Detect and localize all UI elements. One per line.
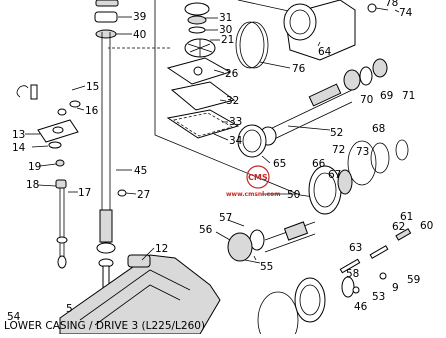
part-number-label: 56 <box>199 224 213 236</box>
washer-part <box>95 0 119 7</box>
impeller-part <box>184 38 216 58</box>
part-number-label: 52 <box>330 127 343 139</box>
shaft-spline <box>99 209 113 243</box>
seal-part <box>94 11 118 23</box>
clutch-assembly <box>227 221 316 264</box>
watermark: CMS www.cmsnl.com <box>226 165 280 198</box>
part-number-label: 40 <box>133 29 146 41</box>
part-number-label: 13 <box>12 129 25 141</box>
impeller-plate <box>166 57 232 85</box>
pump-housing <box>184 2 210 16</box>
part-number-label: 5 <box>66 303 73 315</box>
part-number-label: 66 <box>312 158 326 170</box>
part-number-label: 76 <box>292 63 306 75</box>
part-number-label: 60 <box>420 220 433 232</box>
watermark-url: www.cmsnl.com <box>226 191 280 198</box>
part-number-label: 65 <box>273 158 286 170</box>
anode-part <box>127 254 151 268</box>
insert-cartridge <box>95 29 117 39</box>
part-number-label: 9 <box>392 282 399 294</box>
part-number-label: 69 <box>380 90 393 102</box>
part-number-label: 46 <box>354 301 368 313</box>
part-number-label: 14 <box>12 142 26 154</box>
part-number-label: 61 <box>400 211 413 223</box>
part-number-label: 39 <box>133 11 146 23</box>
part-number-label: 53 <box>372 291 385 303</box>
o-ring-part <box>235 21 265 69</box>
part-number-label: 70 <box>360 94 373 106</box>
roller-bearing <box>237 124 267 158</box>
propeller-shaft <box>259 83 353 146</box>
part-number-label: 71 <box>402 90 415 102</box>
part-number-label: 64 <box>318 46 332 58</box>
gasket-part-lower <box>166 109 240 139</box>
part-number-label: 67 <box>328 169 341 181</box>
shim-ring <box>347 140 377 186</box>
arrow-hint <box>16 85 29 98</box>
part-number-label: 18 <box>26 179 39 191</box>
part-number-label: 26 <box>225 68 239 80</box>
part-number-label: 19 <box>28 161 41 173</box>
part-number-label: 33 <box>229 116 242 128</box>
reverse-gear <box>257 276 355 338</box>
part-number-label: 27 <box>137 189 150 201</box>
part-number-label: 12 <box>155 243 168 255</box>
leader-lines <box>25 9 400 261</box>
housing-insert <box>187 15 207 25</box>
bearing-housing <box>283 0 389 61</box>
part-number-label: 15 <box>86 81 99 93</box>
part-number-label: 54 <box>7 311 21 323</box>
shift-pins <box>339 228 412 294</box>
bolt-part <box>367 3 377 13</box>
part-number-label: 58 <box>346 268 359 280</box>
part-number-label: 72 <box>332 144 345 156</box>
seals-right <box>343 58 388 91</box>
part-number-label: 68 <box>372 123 385 135</box>
part-number-label: 57 <box>219 212 232 224</box>
shift-pin <box>30 84 38 100</box>
outer-plate <box>188 26 206 34</box>
part-number-label: 78 <box>385 0 398 9</box>
part-number-label: 74 <box>399 7 413 19</box>
water-pump-parts <box>94 0 240 139</box>
diagram-title: LOWER CASING / DRIVE 3 (L225/L260) <box>4 320 205 332</box>
part-number-label: 63 <box>349 242 362 254</box>
part-number-label: 21 <box>221 34 234 46</box>
part-number-label: 31 <box>219 12 232 24</box>
lower-casing <box>59 254 221 335</box>
part-number-label: 34 <box>229 135 243 147</box>
part-number-label: 55 <box>260 261 273 273</box>
gasket-part <box>170 81 236 111</box>
part-number-label: 59 <box>407 274 420 286</box>
drive-shaft <box>96 32 116 297</box>
watermark-text: CMS <box>248 173 268 182</box>
part-number-label: 45 <box>134 165 147 177</box>
dog-clutch <box>227 232 253 262</box>
part-number-label: 16 <box>85 105 99 117</box>
part-number-label: 62 <box>392 221 405 233</box>
shift-linkage <box>16 84 127 269</box>
part-number-label: 50 <box>287 189 300 201</box>
shaft-spline-section <box>308 83 342 107</box>
shift-washer <box>48 141 62 149</box>
forward-gear <box>308 165 353 215</box>
part-number-label: 73 <box>356 146 369 158</box>
part-number-label: 17 <box>78 187 91 199</box>
part-number-label: 30 <box>219 24 232 36</box>
part-number-label: 32 <box>226 95 239 107</box>
